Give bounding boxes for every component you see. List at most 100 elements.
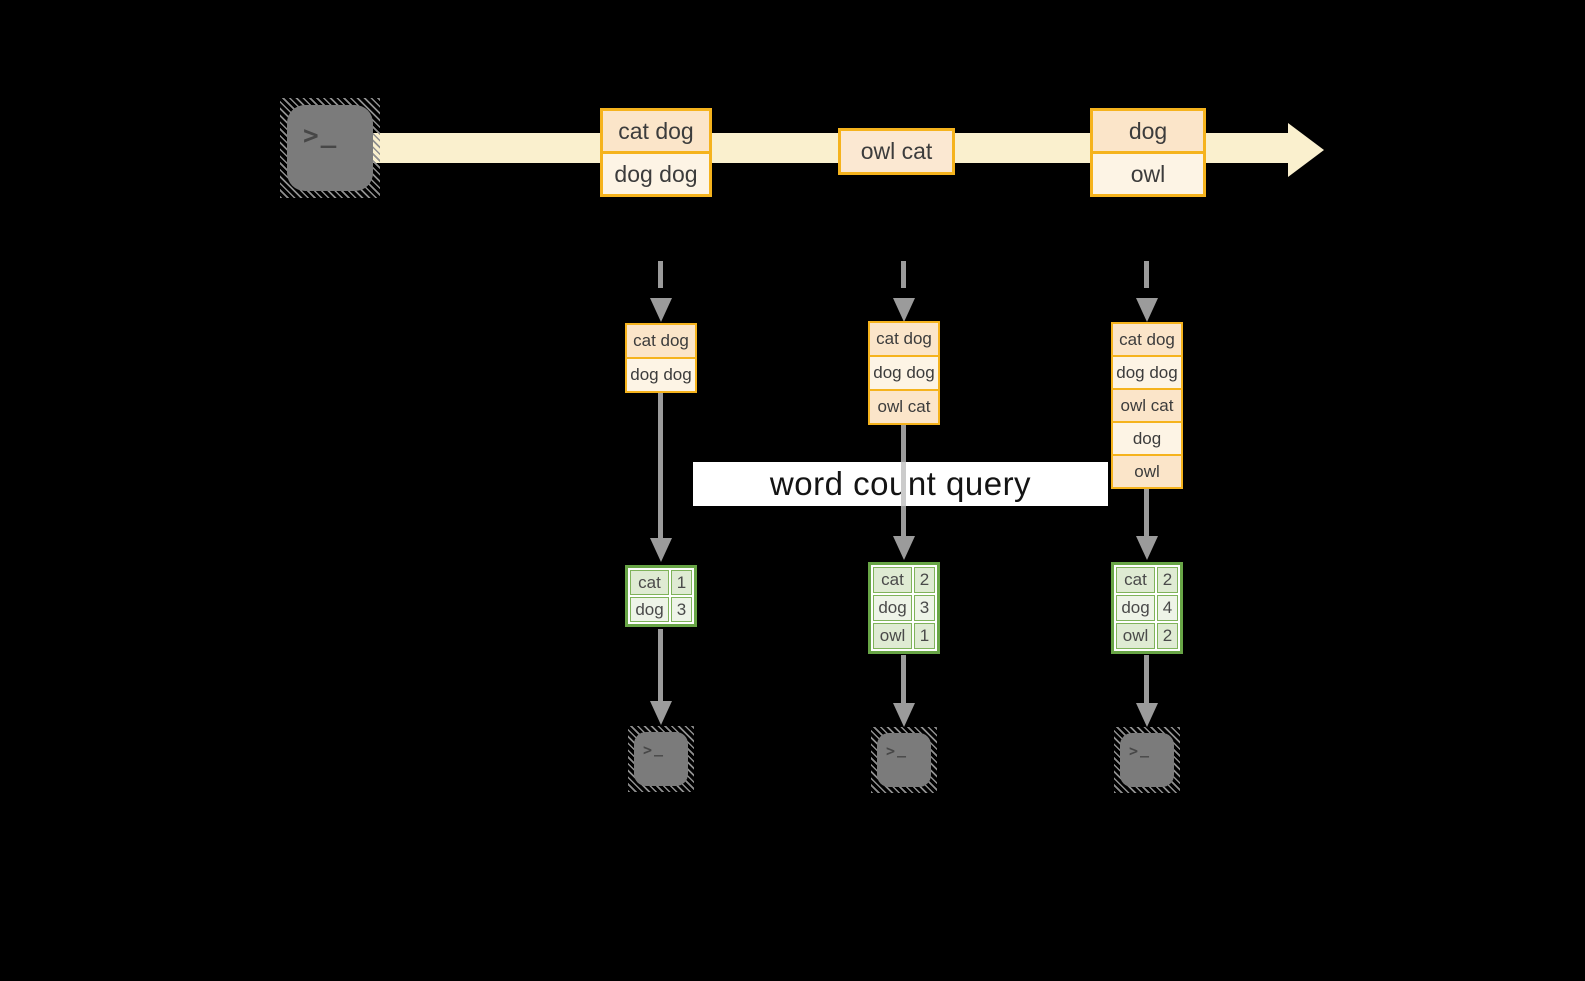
dashed-arrow-line — [658, 261, 663, 295]
buffer-row: owl cat — [868, 389, 940, 425]
count-value-cell: 2 — [1157, 623, 1178, 649]
count-value: 3 — [676, 599, 687, 619]
terminal-icon: >_ — [1120, 733, 1174, 787]
event-text: owl cat — [860, 138, 933, 164]
arrow-head — [1136, 536, 1158, 560]
count-value: 1 — [919, 626, 930, 645]
count-table-1: cat 1 dog 3 — [625, 565, 697, 627]
buffer-text: cat dog — [633, 331, 689, 350]
event-row: dog dog — [600, 151, 712, 197]
sink-terminal-shadow: >_ — [628, 726, 694, 792]
count-word-cell: owl — [1116, 623, 1155, 649]
arrow-line — [1144, 477, 1149, 536]
count-value-cell: 3 — [914, 595, 935, 621]
stream-event-3: dog owl — [1090, 108, 1206, 197]
event-row: dog — [1090, 108, 1206, 154]
count-word: owl — [1122, 626, 1149, 645]
arrow-head — [893, 703, 915, 727]
event-row: owl — [1090, 151, 1206, 197]
count-word: dog — [1121, 598, 1150, 617]
count-value-cell: 1 — [914, 623, 935, 649]
terminal-icon: >_ — [877, 733, 931, 787]
arrow-line-over-banner — [901, 462, 906, 506]
count-word: cat — [1124, 570, 1147, 589]
arrow-head — [1136, 703, 1158, 727]
count-word-cell: dog — [873, 595, 912, 621]
terminal-prompt-icon: >_ — [886, 740, 907, 760]
arrow-line — [1144, 655, 1149, 703]
event-text: owl — [1130, 160, 1166, 187]
buffer-row: cat dog — [1111, 322, 1183, 357]
count-word-cell: cat — [873, 567, 912, 593]
buffer-row: dog dog — [1111, 355, 1183, 390]
terminal-icon: >_ — [634, 732, 688, 786]
arrow-line — [658, 629, 663, 701]
buffer-text: dog dog — [1116, 362, 1178, 382]
terminal-prompt-icon: >_ — [303, 119, 337, 151]
count-value: 1 — [676, 572, 687, 592]
stream-event-2: owl cat — [838, 128, 955, 175]
count-word: cat — [638, 572, 661, 592]
count-value-cell: 2 — [914, 567, 935, 593]
dashed-arrow-head — [650, 298, 672, 322]
count-table-2: cat 2 dog 3 owl 1 — [868, 562, 940, 654]
count-value: 4 — [1162, 598, 1173, 617]
buffer-stack-1: cat dog dog dog — [625, 323, 697, 393]
event-text: dog dog — [614, 160, 698, 187]
arrow-head — [650, 701, 672, 725]
arrow-head — [650, 538, 672, 562]
event-text: cat dog — [618, 117, 694, 144]
count-value-cell: 3 — [671, 597, 692, 622]
arrow-line — [901, 655, 906, 703]
buffer-text: owl cat — [1120, 395, 1174, 415]
source-terminal-shadow: >_ — [280, 98, 380, 198]
dashed-arrow-head — [893, 298, 915, 322]
count-value: 2 — [919, 570, 930, 589]
buffer-row: dog — [1111, 421, 1183, 456]
buffer-row: owl cat — [1111, 388, 1183, 423]
count-word: dog — [635, 599, 664, 619]
count-table-3: cat 2 dog 4 owl 2 — [1111, 562, 1183, 654]
count-value-cell: 2 — [1157, 567, 1178, 593]
query-banner-label: word count query — [769, 465, 1032, 502]
terminal-prompt-icon: >_ — [1129, 740, 1150, 760]
count-word-cell: cat — [630, 570, 669, 595]
terminal-icon: >_ — [287, 105, 373, 191]
buffer-text: owl cat — [877, 397, 931, 416]
count-value: 2 — [1162, 570, 1173, 589]
count-word-cell: dog — [630, 597, 669, 622]
count-value: 3 — [919, 598, 930, 617]
event-row: cat dog — [600, 108, 712, 154]
arrow-head — [893, 536, 915, 560]
sink-terminal-shadow: >_ — [1114, 727, 1180, 793]
buffer-text: owl — [1134, 461, 1160, 481]
buffer-text: dog dog — [873, 363, 935, 382]
buffer-text: cat dog — [1119, 329, 1175, 349]
arrow-line — [658, 387, 663, 538]
count-word-cell: dog — [1116, 595, 1155, 621]
count-value-cell: 1 — [671, 570, 692, 595]
buffer-row: cat dog — [868, 321, 940, 357]
event-row: owl cat — [838, 128, 955, 175]
count-word: owl — [879, 626, 906, 645]
query-banner: word count query — [693, 462, 1108, 506]
stream-arrowhead — [1288, 123, 1324, 177]
count-word-cell: cat — [1116, 567, 1155, 593]
event-text: dog — [1128, 117, 1168, 144]
buffer-stack-3: cat dog dog dog owl cat dog owl — [1111, 322, 1183, 489]
buffer-text: dog — [1132, 428, 1162, 448]
sink-terminal-shadow: >_ — [871, 727, 937, 793]
count-value: 2 — [1162, 626, 1173, 645]
stream-event-1: cat dog dog dog — [600, 108, 712, 197]
buffer-row: owl — [1111, 454, 1183, 489]
buffer-row: dog dog — [868, 355, 940, 391]
dashed-arrow-line — [1144, 261, 1149, 295]
dashed-arrow-head — [1136, 298, 1158, 322]
dashed-arrow-line — [901, 261, 906, 295]
buffer-stack-2: cat dog dog dog owl cat — [868, 321, 940, 425]
count-value-cell: 4 — [1157, 595, 1178, 621]
buffer-row: cat dog — [625, 323, 697, 359]
count-word-cell: owl — [873, 623, 912, 649]
terminal-prompt-icon: >_ — [643, 739, 664, 759]
